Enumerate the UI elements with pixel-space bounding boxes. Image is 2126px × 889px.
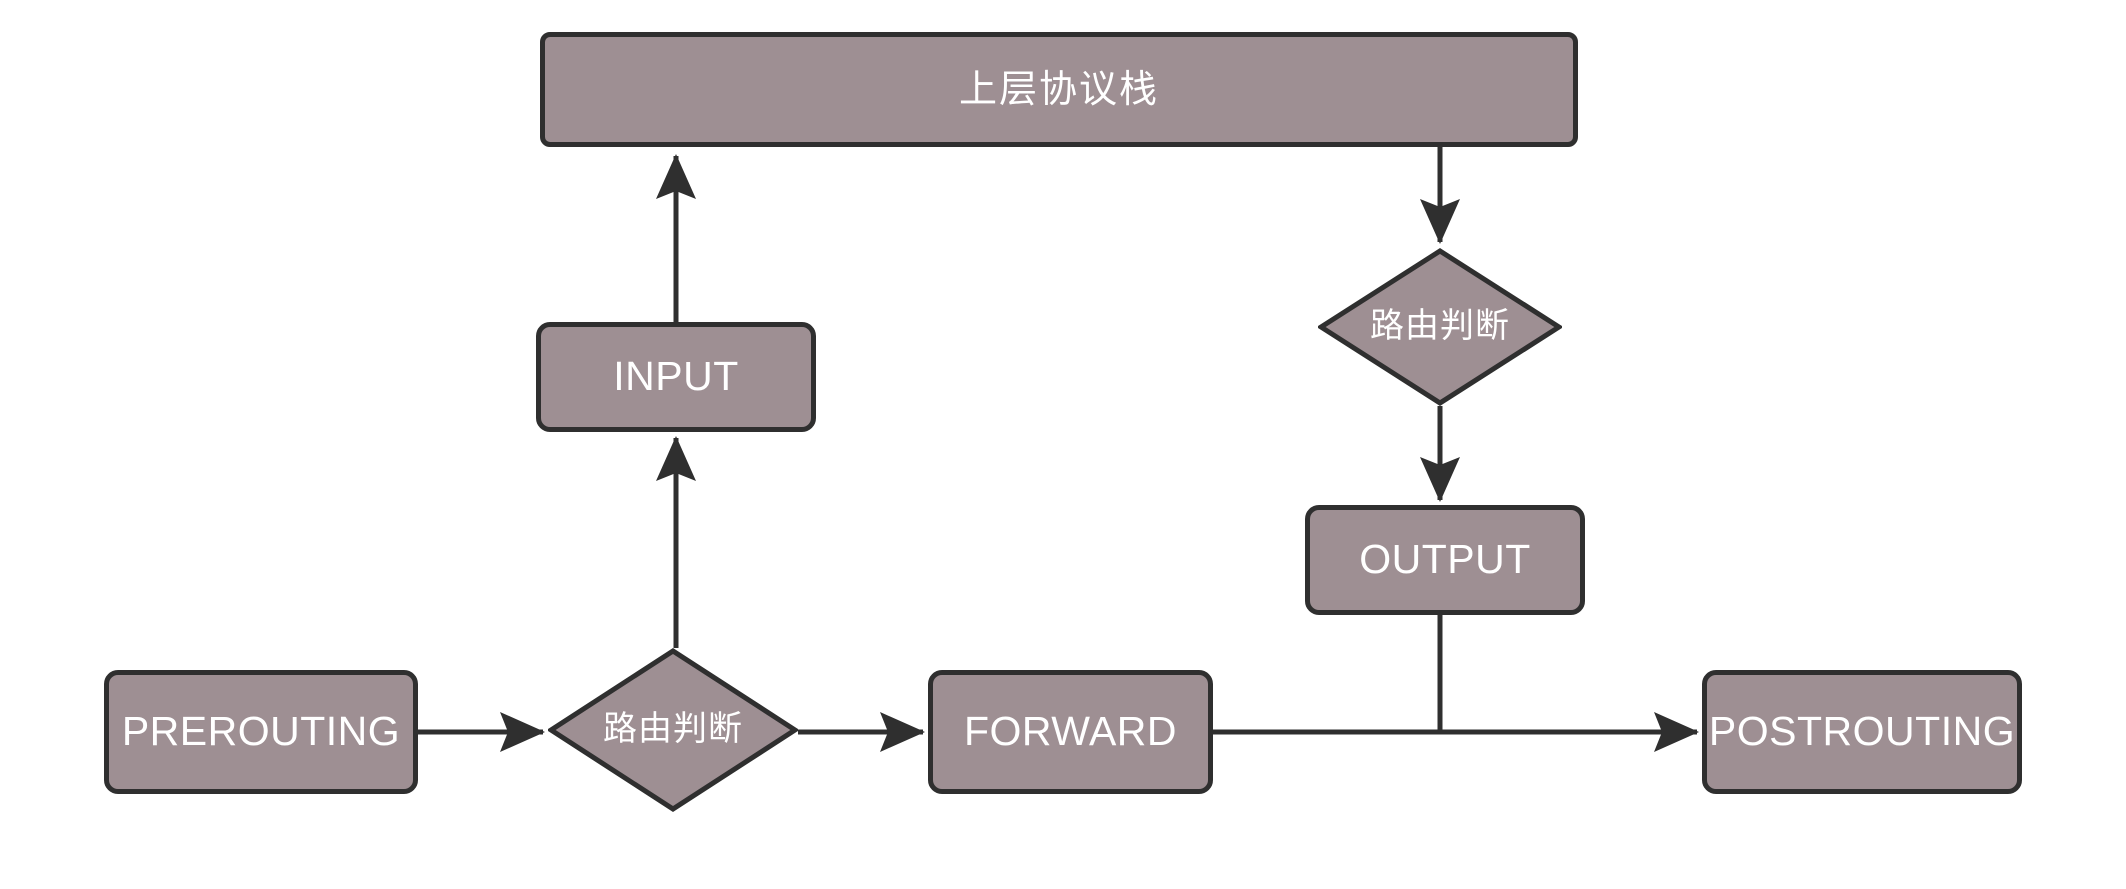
node-prerouting[interactable]: PREROUTING	[104, 670, 418, 794]
diamond-shape	[548, 648, 798, 812]
node-postrouting[interactable]: POSTROUTING	[1702, 670, 2022, 794]
diamond-shape	[1318, 248, 1562, 406]
node-routing-decision-bottom[interactable]: 路由判断	[548, 648, 798, 812]
node-label: POSTROUTING	[1708, 708, 2016, 755]
node-label: OUTPUT	[1359, 536, 1531, 583]
node-label: 路由判断	[1370, 306, 1510, 347]
node-label: 上层协议栈	[958, 66, 1159, 111]
node-label: FORWARD	[963, 708, 1178, 755]
node-input[interactable]: INPUT	[536, 322, 816, 432]
node-routing-decision-right[interactable]: 路由判断	[1318, 248, 1562, 406]
node-forward[interactable]: FORWARD	[928, 670, 1213, 794]
node-label: PREROUTING	[121, 708, 401, 755]
node-upper-protocol-stack[interactable]: 上层协议栈	[540, 32, 1578, 147]
node-label: 路由判断	[603, 709, 743, 750]
node-label: INPUT	[613, 353, 739, 400]
node-output[interactable]: OUTPUT	[1305, 505, 1585, 615]
